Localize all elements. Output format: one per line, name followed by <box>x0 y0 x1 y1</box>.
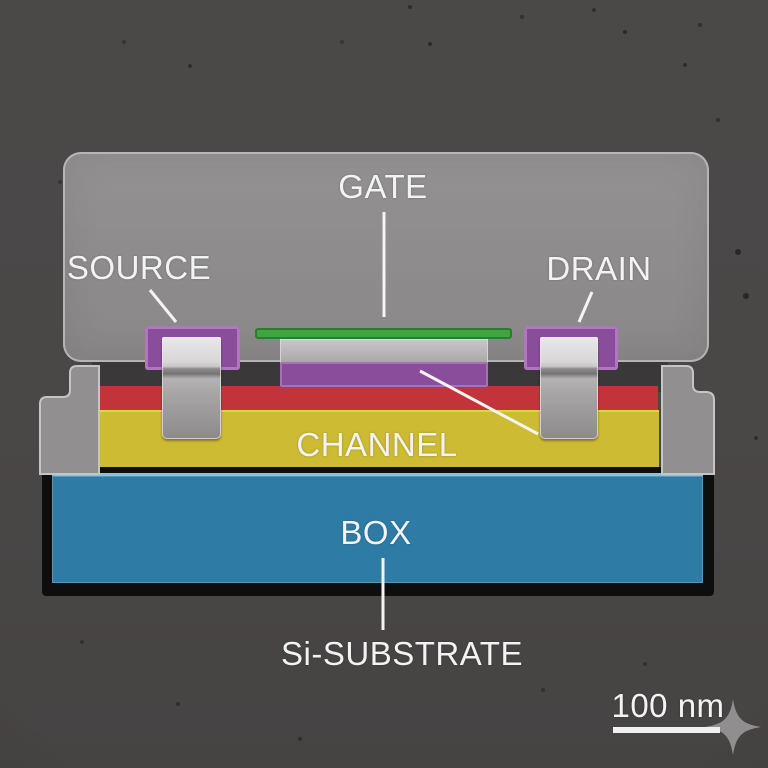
box-label: BOX <box>340 514 412 551</box>
drain-leader-line <box>577 291 594 323</box>
drain-label: DRAIN <box>546 250 652 287</box>
sparkle-icon <box>705 699 761 755</box>
left-shoulder-shape <box>39 365 100 475</box>
channel-leader-line <box>419 369 539 436</box>
source-metal-plug <box>162 337 221 439</box>
channel-label: CHANNEL <box>296 426 458 463</box>
gate-spacer-gray-layer <box>280 339 488 363</box>
right-shoulder-shape <box>661 365 715 475</box>
scale-bar-line <box>613 727 720 733</box>
scale-bar-label: 100 nm <box>611 687 725 724</box>
drain-metal-plug <box>540 337 598 439</box>
substrate-label: Si-SUBSTRATE <box>281 635 523 672</box>
source-leader-line <box>148 289 178 323</box>
box-blue-layer <box>52 473 703 583</box>
gate-channel-purple-layer <box>280 362 488 387</box>
source-label: SOURCE <box>66 249 212 286</box>
gate-label: GATE <box>338 168 428 205</box>
gate-green-layer <box>255 328 512 339</box>
